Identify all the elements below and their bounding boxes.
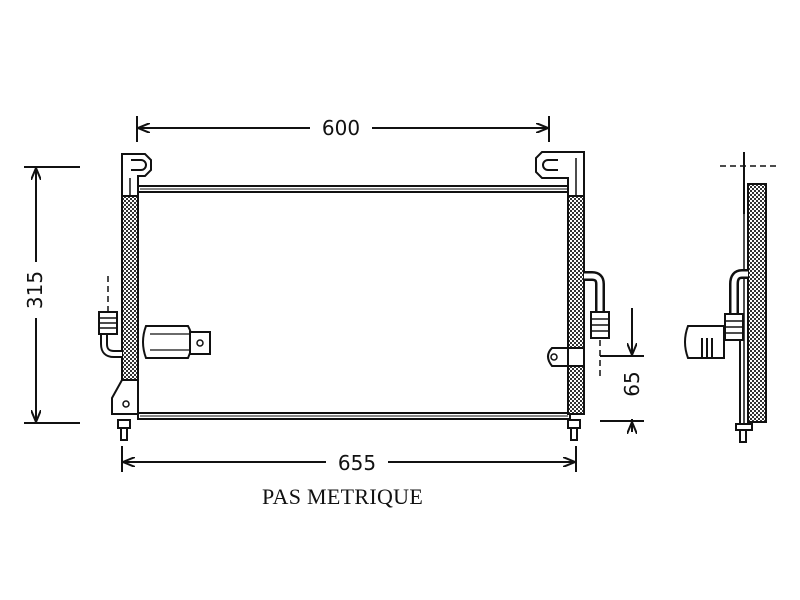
receiver-drier — [142, 325, 211, 359]
left-top-bracket — [121, 153, 152, 197]
caption-pas-metrique: PAS METRIQUE — [262, 484, 424, 509]
dimension-fitting-offset: 65 — [600, 308, 644, 432]
left-bottom-bracket — [111, 379, 139, 415]
left-mounting-pin — [117, 419, 131, 441]
dimension-label-65: 65 — [620, 371, 644, 396]
right-top-bracket — [535, 151, 585, 197]
dimension-label-655: 655 — [338, 451, 376, 475]
right-outlet-fitting — [584, 271, 610, 380]
right-header-tank — [567, 195, 585, 415]
dimension-label-315: 315 — [23, 271, 47, 309]
side-view-core — [747, 183, 767, 423]
dimension-label-600: 600 — [322, 116, 360, 140]
dimension-height: 315 — [23, 166, 80, 424]
condenser-side-view — [684, 152, 778, 443]
condenser-front-view — [98, 151, 610, 441]
right-mounting-pin — [567, 419, 581, 441]
dimension-bottom-width: 655 — [121, 446, 577, 475]
dimension-top-width: 600 — [136, 116, 550, 142]
left-inlet-fitting — [98, 276, 122, 358]
right-side-tab — [547, 347, 585, 367]
